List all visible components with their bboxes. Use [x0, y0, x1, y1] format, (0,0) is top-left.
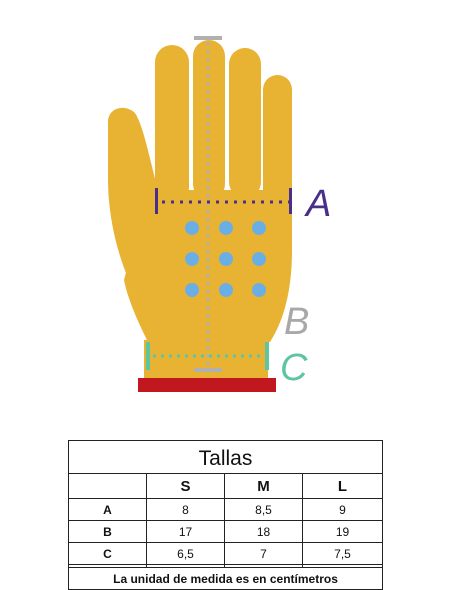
table-cell: 6,5	[146, 542, 225, 565]
table-gap-row	[68, 564, 384, 568]
table-gap-cell	[301, 564, 384, 568]
palm-dot	[252, 221, 266, 235]
table-cell: 7,5	[301, 542, 384, 565]
measure-c-label: C	[280, 347, 308, 389]
measure-b-label: B	[284, 301, 309, 343]
size-table-footer: La unidad de medida es en centímetros	[67, 567, 384, 590]
row-label: C	[68, 542, 147, 565]
table-cell: 19	[301, 520, 384, 543]
measure-b-bottom-cap	[194, 368, 222, 372]
table-cell: 8,5	[224, 498, 303, 521]
glove-finger-index	[155, 45, 189, 205]
size-table: Tallas S M L A 8 8,5 9 B 17 18 19 C 6,5 …	[67, 440, 384, 590]
cuff-bar	[138, 378, 276, 392]
table-cell: 18	[224, 520, 303, 543]
size-table-header-s: S	[146, 473, 225, 499]
palm-dot	[219, 252, 233, 266]
glove-finger-middle	[193, 40, 225, 200]
size-table-container: Tallas S M L A 8 8,5 9 B 17 18 19 C 6,5 …	[67, 440, 384, 590]
measure-a-right-cap	[289, 188, 292, 214]
palm-dot	[185, 252, 199, 266]
table-row: C 6,5 7 7,5	[68, 542, 384, 565]
row-label: B	[68, 520, 147, 543]
palm-dot	[252, 252, 266, 266]
table-cell: 8	[146, 498, 225, 521]
glove-diagram: A B C	[108, 36, 331, 392]
row-label: A	[68, 498, 147, 521]
glove-cuff	[144, 340, 268, 380]
size-table-header-l: L	[301, 473, 384, 499]
size-table-header-m: M	[224, 473, 303, 499]
palm-dot	[185, 221, 199, 235]
table-cell: 7	[224, 542, 303, 565]
glove-finger-pinky	[263, 75, 292, 205]
table-row: A 8 8,5 9	[68, 498, 384, 521]
size-table-title: Tallas	[67, 440, 384, 474]
glove-finger-ring	[229, 48, 261, 198]
measure-a-left-cap	[155, 188, 158, 214]
table-cell: 9	[301, 498, 384, 521]
palm-dot	[252, 283, 266, 297]
glove-shape	[108, 40, 292, 380]
palm-dot	[185, 283, 199, 297]
palm-dot	[219, 283, 233, 297]
palm-dots	[185, 221, 266, 297]
table-row: B 17 18 19	[68, 520, 384, 543]
measure-c-right-cap	[265, 342, 269, 370]
measure-c-left-cap	[146, 342, 150, 370]
size-table-header-empty	[68, 473, 147, 499]
palm-dot	[219, 221, 233, 235]
table-cell: 17	[146, 520, 225, 543]
measure-a-label: A	[304, 183, 331, 225]
measure-b-top-cap	[194, 36, 222, 40]
